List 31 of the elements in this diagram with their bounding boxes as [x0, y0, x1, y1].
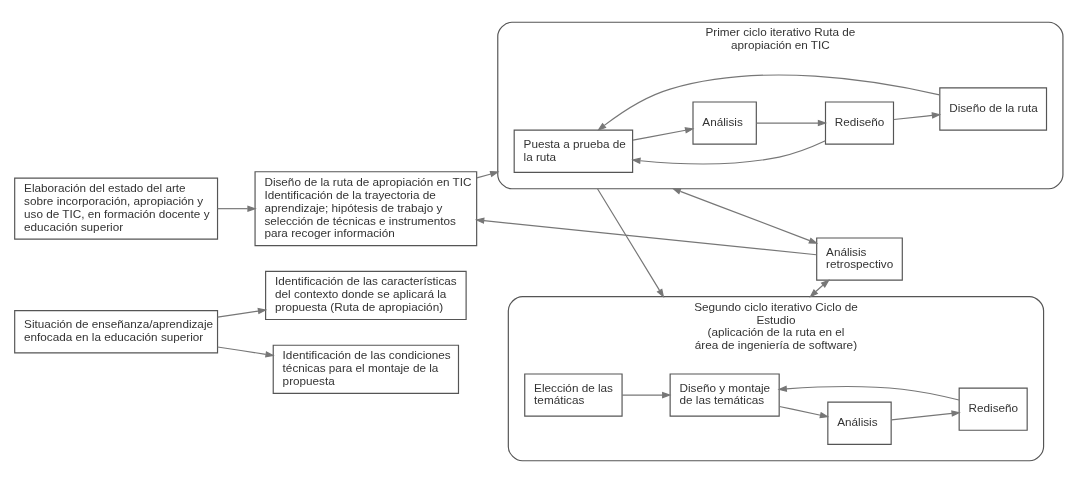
node-box: Análisis [692, 101, 757, 145]
node-box: Elección de las temáticas [524, 373, 623, 417]
arrow [621, 391, 672, 399]
node-box: Identificación de las características del contexto donde se aplicará la propuesta (Ruta de apropiación) [265, 270, 467, 321]
node-box: Puesta a prueba de la ruta [513, 129, 634, 173]
node-box: Análisis retrospectivo [816, 237, 903, 281]
node-box: Rediseño [824, 101, 895, 145]
arrow [777, 385, 960, 401]
node-box: Diseño de la ruta [939, 87, 1048, 131]
arrow [631, 140, 826, 165]
arrow [596, 188, 665, 299]
node-box: Situación de enseñanza/aprendizaje enfocada en la educación superior [14, 310, 219, 354]
node-box: Elaboración del estado del arte sobre incorporación, apropiación y uso de TIC, en formación docente y educación superior [14, 177, 219, 240]
arrow [597, 74, 941, 132]
node-box: Identificación de las condiciones técnicas para el montaje de la propuesta [272, 344, 460, 394]
node-box: Diseño y montaje de las temáticas [669, 373, 780, 417]
arrow [671, 188, 819, 244]
arrow [216, 346, 275, 358]
arrow [216, 205, 257, 212]
arrow [476, 170, 500, 179]
arrow [893, 112, 942, 121]
arrow [755, 119, 828, 127]
node-box: Rediseño [958, 387, 1028, 431]
arrow [216, 307, 268, 318]
node-box: Análisis [827, 401, 892, 445]
arrow [809, 279, 830, 298]
arrow [632, 127, 695, 141]
node-box: Diseño de la ruta de apropiación en TIC Identificación de la trayectoria de aprendizaje; hipótesis de trabajo y selección de técnicas e instrumentos para recoger información [254, 171, 478, 247]
arrow [474, 217, 818, 256]
arrow [778, 405, 830, 419]
arrow [890, 410, 961, 421]
